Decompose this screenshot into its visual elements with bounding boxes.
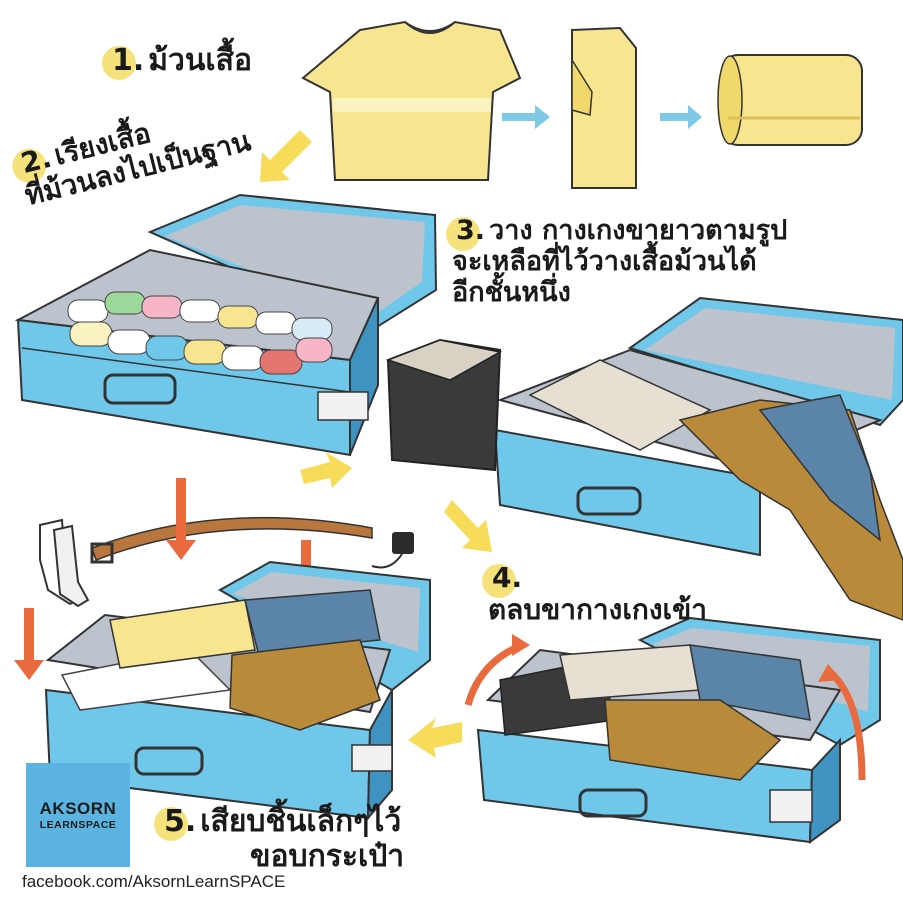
step-5-text-line2: ขอบกระเป๋า — [250, 838, 405, 874]
shirt-folded-icon — [571, 26, 637, 189]
step-4-label: 4. ตลบขากางเกงเข้า — [481, 561, 788, 627]
socks-icon — [39, 518, 90, 608]
step-3-number: 3. — [445, 215, 489, 252]
arrow-right-icon — [300, 452, 352, 488]
shirt-flat-icon — [301, 20, 522, 181]
step-3-text-line1: วาง กางเกงขายาวตามรูป — [489, 215, 788, 246]
suitcase-trousers — [385, 296, 903, 621]
brand-subname: LEARNSPACE — [39, 819, 117, 831]
arrow-down-left-icon — [260, 130, 312, 182]
arrow-right-icon — [660, 105, 702, 129]
suitcase-folded-legs — [476, 616, 881, 845]
suitcase-rolls — [14, 193, 438, 457]
step-1-text: ม้วนเสื้อ — [148, 43, 252, 78]
step-3-label: 3.วาง กางเกงขายาวตามรูป จะเหลือที่ไว้วาง… — [445, 215, 892, 309]
shirt-rolled-icon — [717, 54, 863, 146]
arrow-right-icon — [502, 105, 550, 129]
footer-url: facebook.com/AksornLearnSPACE — [22, 872, 286, 891]
step-1-label: 1.ม้วนเสื้อ — [101, 43, 252, 80]
step-5-number: 5. — [153, 804, 200, 841]
brand-name: AKSORN — [39, 799, 117, 818]
step-5-text-line1: เสียบชิ้นเล็กๆไว้ — [200, 804, 402, 839]
step-4-text: ตลบขากางเกงเข้า — [488, 593, 707, 627]
step-4-number: 4. — [481, 561, 526, 599]
arrow-curved-icon — [464, 634, 866, 781]
belt-icon — [90, 516, 373, 564]
step-3-text-line2: จะเหลือที่ไว้วางเสื้อม้วนได้ — [452, 246, 757, 278]
arrow-left-icon — [408, 718, 462, 758]
charger-icon — [371, 532, 414, 569]
brand-logo: AKSORN LEARNSPACE — [26, 763, 130, 867]
step-3-text-line3: อีกชั้นหนึ่ง — [452, 277, 571, 309]
arrow-down-right-icon — [444, 500, 492, 552]
step-1-number: 1. — [101, 43, 148, 80]
step-5-label: 5.เสียบชิ้นเล็กๆไว้ ขอบกระเป๋า — [153, 804, 500, 874]
